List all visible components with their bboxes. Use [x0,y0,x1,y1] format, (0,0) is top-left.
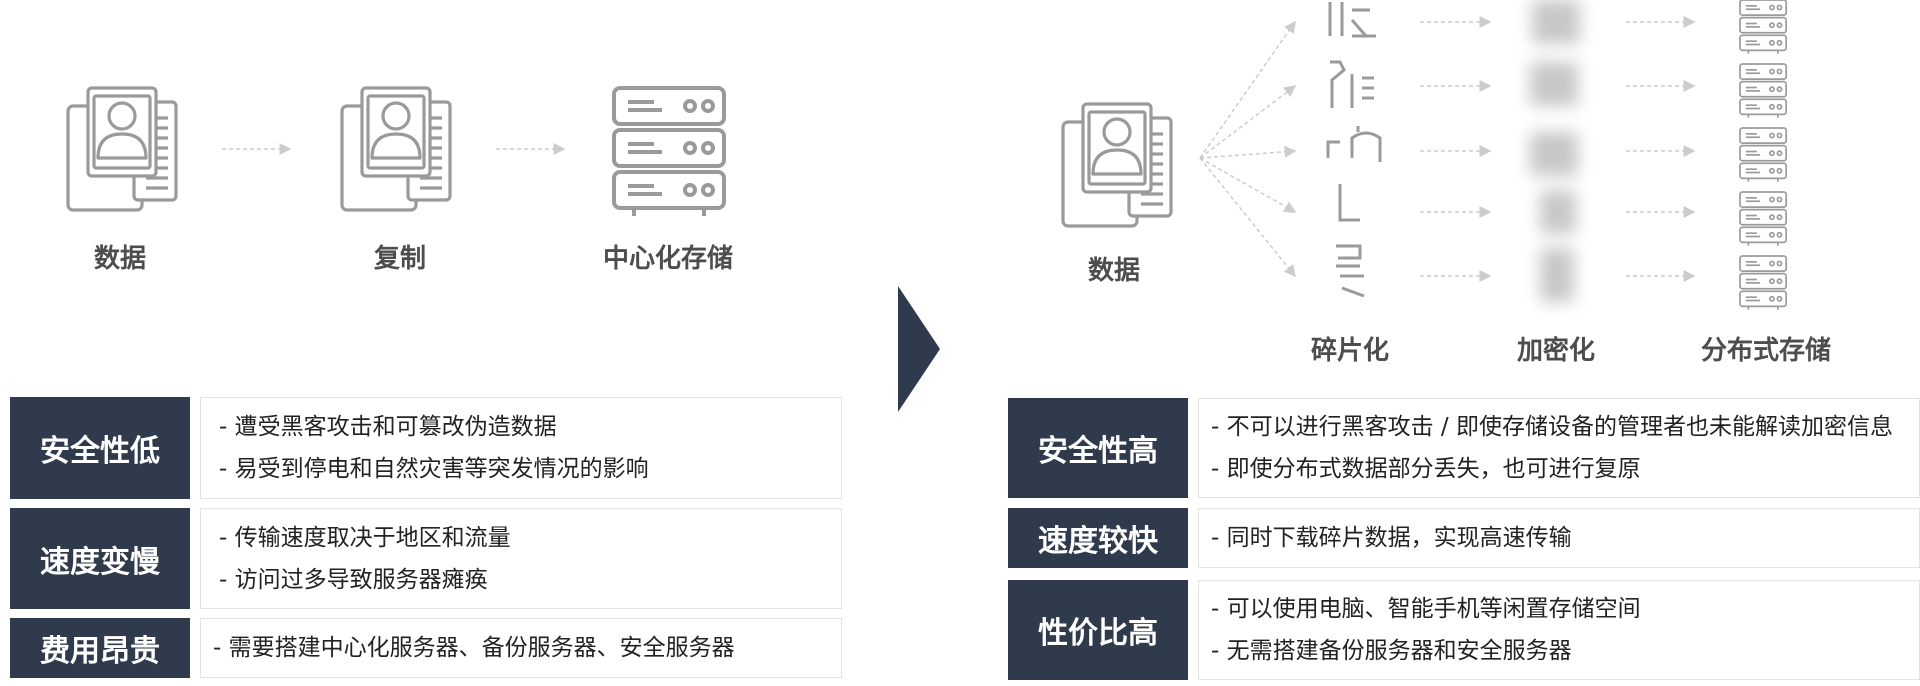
document-user-icon [340,86,452,212]
fragment-icon [1336,244,1365,298]
server-icon [1739,0,1788,55]
split-arrow [1199,85,1297,159]
server-icon [1739,191,1788,247]
encrypted-fragment [1530,62,1578,106]
category-speed-slow: 速度变慢 [10,508,190,609]
description-cost-effective: - 可以使用电脑、智能手机等闲置存储空间 - 无需搭建备份服务器和安全服务器 [1198,580,1920,680]
category-speed-fast: 速度较快 [1008,508,1188,568]
category-cost-effective: 性价比高 [1008,580,1188,680]
encrypted-fragment [1540,248,1574,302]
description-line: - 即使分布式数据部分丢失，也可进行复原 [1211,456,1641,482]
step-label-data: 数据 [93,244,146,274]
description-security-low: - 遭受黑客攻击和可篡改伪造数据 - 易受到停电和自然灾害等突发情况的影响 [200,397,842,499]
category-security-high: 安全性高 [1008,398,1188,498]
description-security-high: - 不可以进行黑客攻击 / 即使存储设备的管理者也未能解读加密信息 - 即使分布… [1198,398,1920,498]
server-icon [1739,255,1788,311]
transition-arrow-icon [898,286,940,412]
category-security-low: 安全性低 [10,397,190,499]
description-line: - 可以使用电脑、智能手机等闲置存储空间 [1211,596,1641,622]
right-flow-diagram [1061,0,1788,311]
server-icon [612,86,726,218]
document-user-icon [66,86,178,212]
fragment-icon [1330,60,1374,108]
step-label-central-storage: 中心化存储 [602,244,733,274]
description-line: - 同时下载碎片数据，实现高速传输 [1211,525,1572,551]
document-user-icon [1061,102,1173,228]
fragment-pieces [1326,2,1382,298]
description-line: - 访问过多导致服务器瘫痪 [219,566,488,593]
stage-label-fragment: 碎片化 [1310,336,1389,366]
split-arrow [1199,20,1296,159]
source-label-data: 数据 [1087,256,1140,286]
step-label-copy: 复制 [373,244,426,274]
encrypted-fragment [1540,190,1576,234]
server-icon [1739,63,1788,119]
description-line: - 易受到停电和自然灾害等突发情况的影响 [219,456,649,482]
split-arrow [1199,157,1297,213]
description-speed-slow: - 传输速度取决于地区和流量 - 访问过多导致服务器瘫痪 [200,508,842,609]
description-line: - 遭受黑客攻击和可篡改伪造数据 [219,414,557,440]
description-line: - 传输速度取决于地区和流量 [219,524,511,551]
server-icon [1739,127,1788,183]
split-arrow [1199,145,1297,159]
left-flow-diagram [66,86,726,218]
stage-label-encrypt: 加密化 [1516,336,1595,366]
category-cost-high: 费用昂贵 [10,618,190,678]
encrypted-fragment [1532,0,1580,44]
fragment-icon [1338,184,1360,222]
description-cost-high: - 需要搭建中心化服务器、备份服务器、安全服务器 [200,618,842,678]
description-speed-fast: - 同时下载碎片数据，实现高速传输 [1198,508,1920,568]
stage-label-distributed-storage: 分布式存储 [1700,336,1831,366]
description-line: - 需要搭建中心化服务器、备份服务器、安全服务器 [213,635,735,661]
encrypted-fragment [1530,132,1578,176]
fragment-icon [1326,126,1382,162]
description-line: - 不可以进行黑客攻击 / 即使存储设备的管理者也未能解读加密信息 [1211,414,1893,440]
description-line: - 无需搭建备份服务器和安全服务器 [1211,638,1572,664]
split-arrow [1199,157,1296,278]
fragment-icon [1328,2,1376,38]
